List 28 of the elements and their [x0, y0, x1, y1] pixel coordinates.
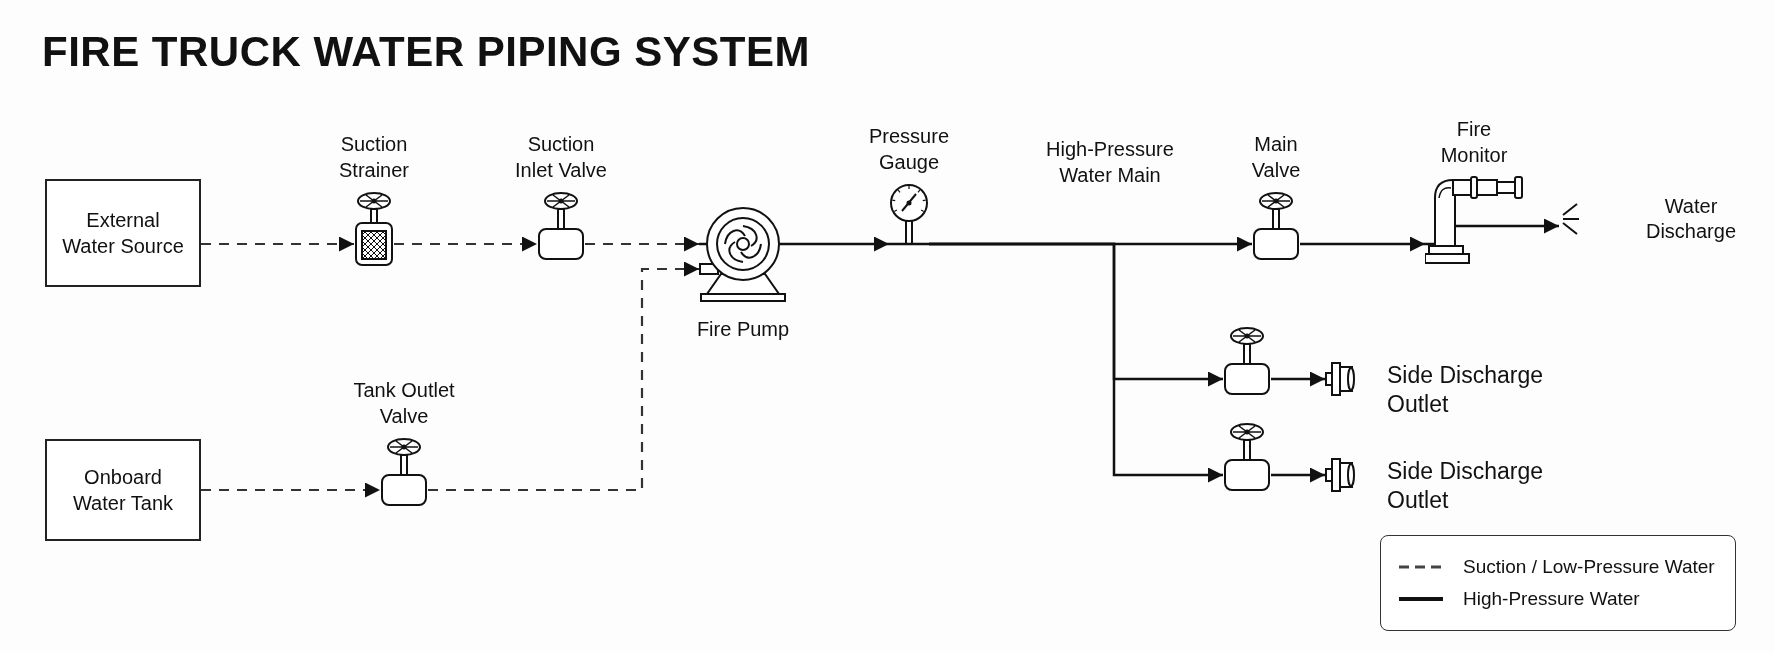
legend-label: High-Pressure Water [1463, 588, 1640, 610]
component-label: Fire Monitor [1439, 117, 1509, 168]
pipe-arrow [1271, 467, 1325, 483]
pipe-arrow [428, 261, 699, 492]
legend-label: Suction / Low-Pressure Water [1463, 556, 1715, 578]
component-label: Tank Outlet Valve [352, 378, 456, 429]
pipe-arrow [1523, 218, 1559, 234]
pipe-arrow [1300, 236, 1425, 252]
component-label: Suction Strainer [338, 132, 410, 183]
diagram-title: FIRE TRUCK WATER PIPING SYSTEM [42, 28, 810, 76]
pipe-arrow [201, 482, 380, 498]
pipe-arrow [585, 236, 699, 252]
source-box [45, 439, 201, 541]
component-label: Fire Pump [695, 317, 791, 342]
pipe-arrow [787, 236, 889, 252]
component-label: Side Discharge Outlet [1387, 457, 1544, 515]
box-label: Onboard Water Tank [71, 465, 174, 516]
box-label: External Water Source [61, 208, 185, 259]
component-label: Suction Inlet Valve [514, 132, 608, 183]
pipe-arrow [201, 236, 354, 252]
pipe-arrow [929, 242, 1223, 483]
component-label: Main Valve [1250, 132, 1302, 183]
component-label: Pressure Gauge [868, 124, 950, 175]
component-label: Side Discharge Outlet [1387, 361, 1544, 419]
component-label: Water Discharge [1644, 194, 1737, 244]
pipe-arrow [1271, 371, 1325, 387]
source-box [45, 179, 201, 287]
pipe-arrow [394, 236, 537, 252]
